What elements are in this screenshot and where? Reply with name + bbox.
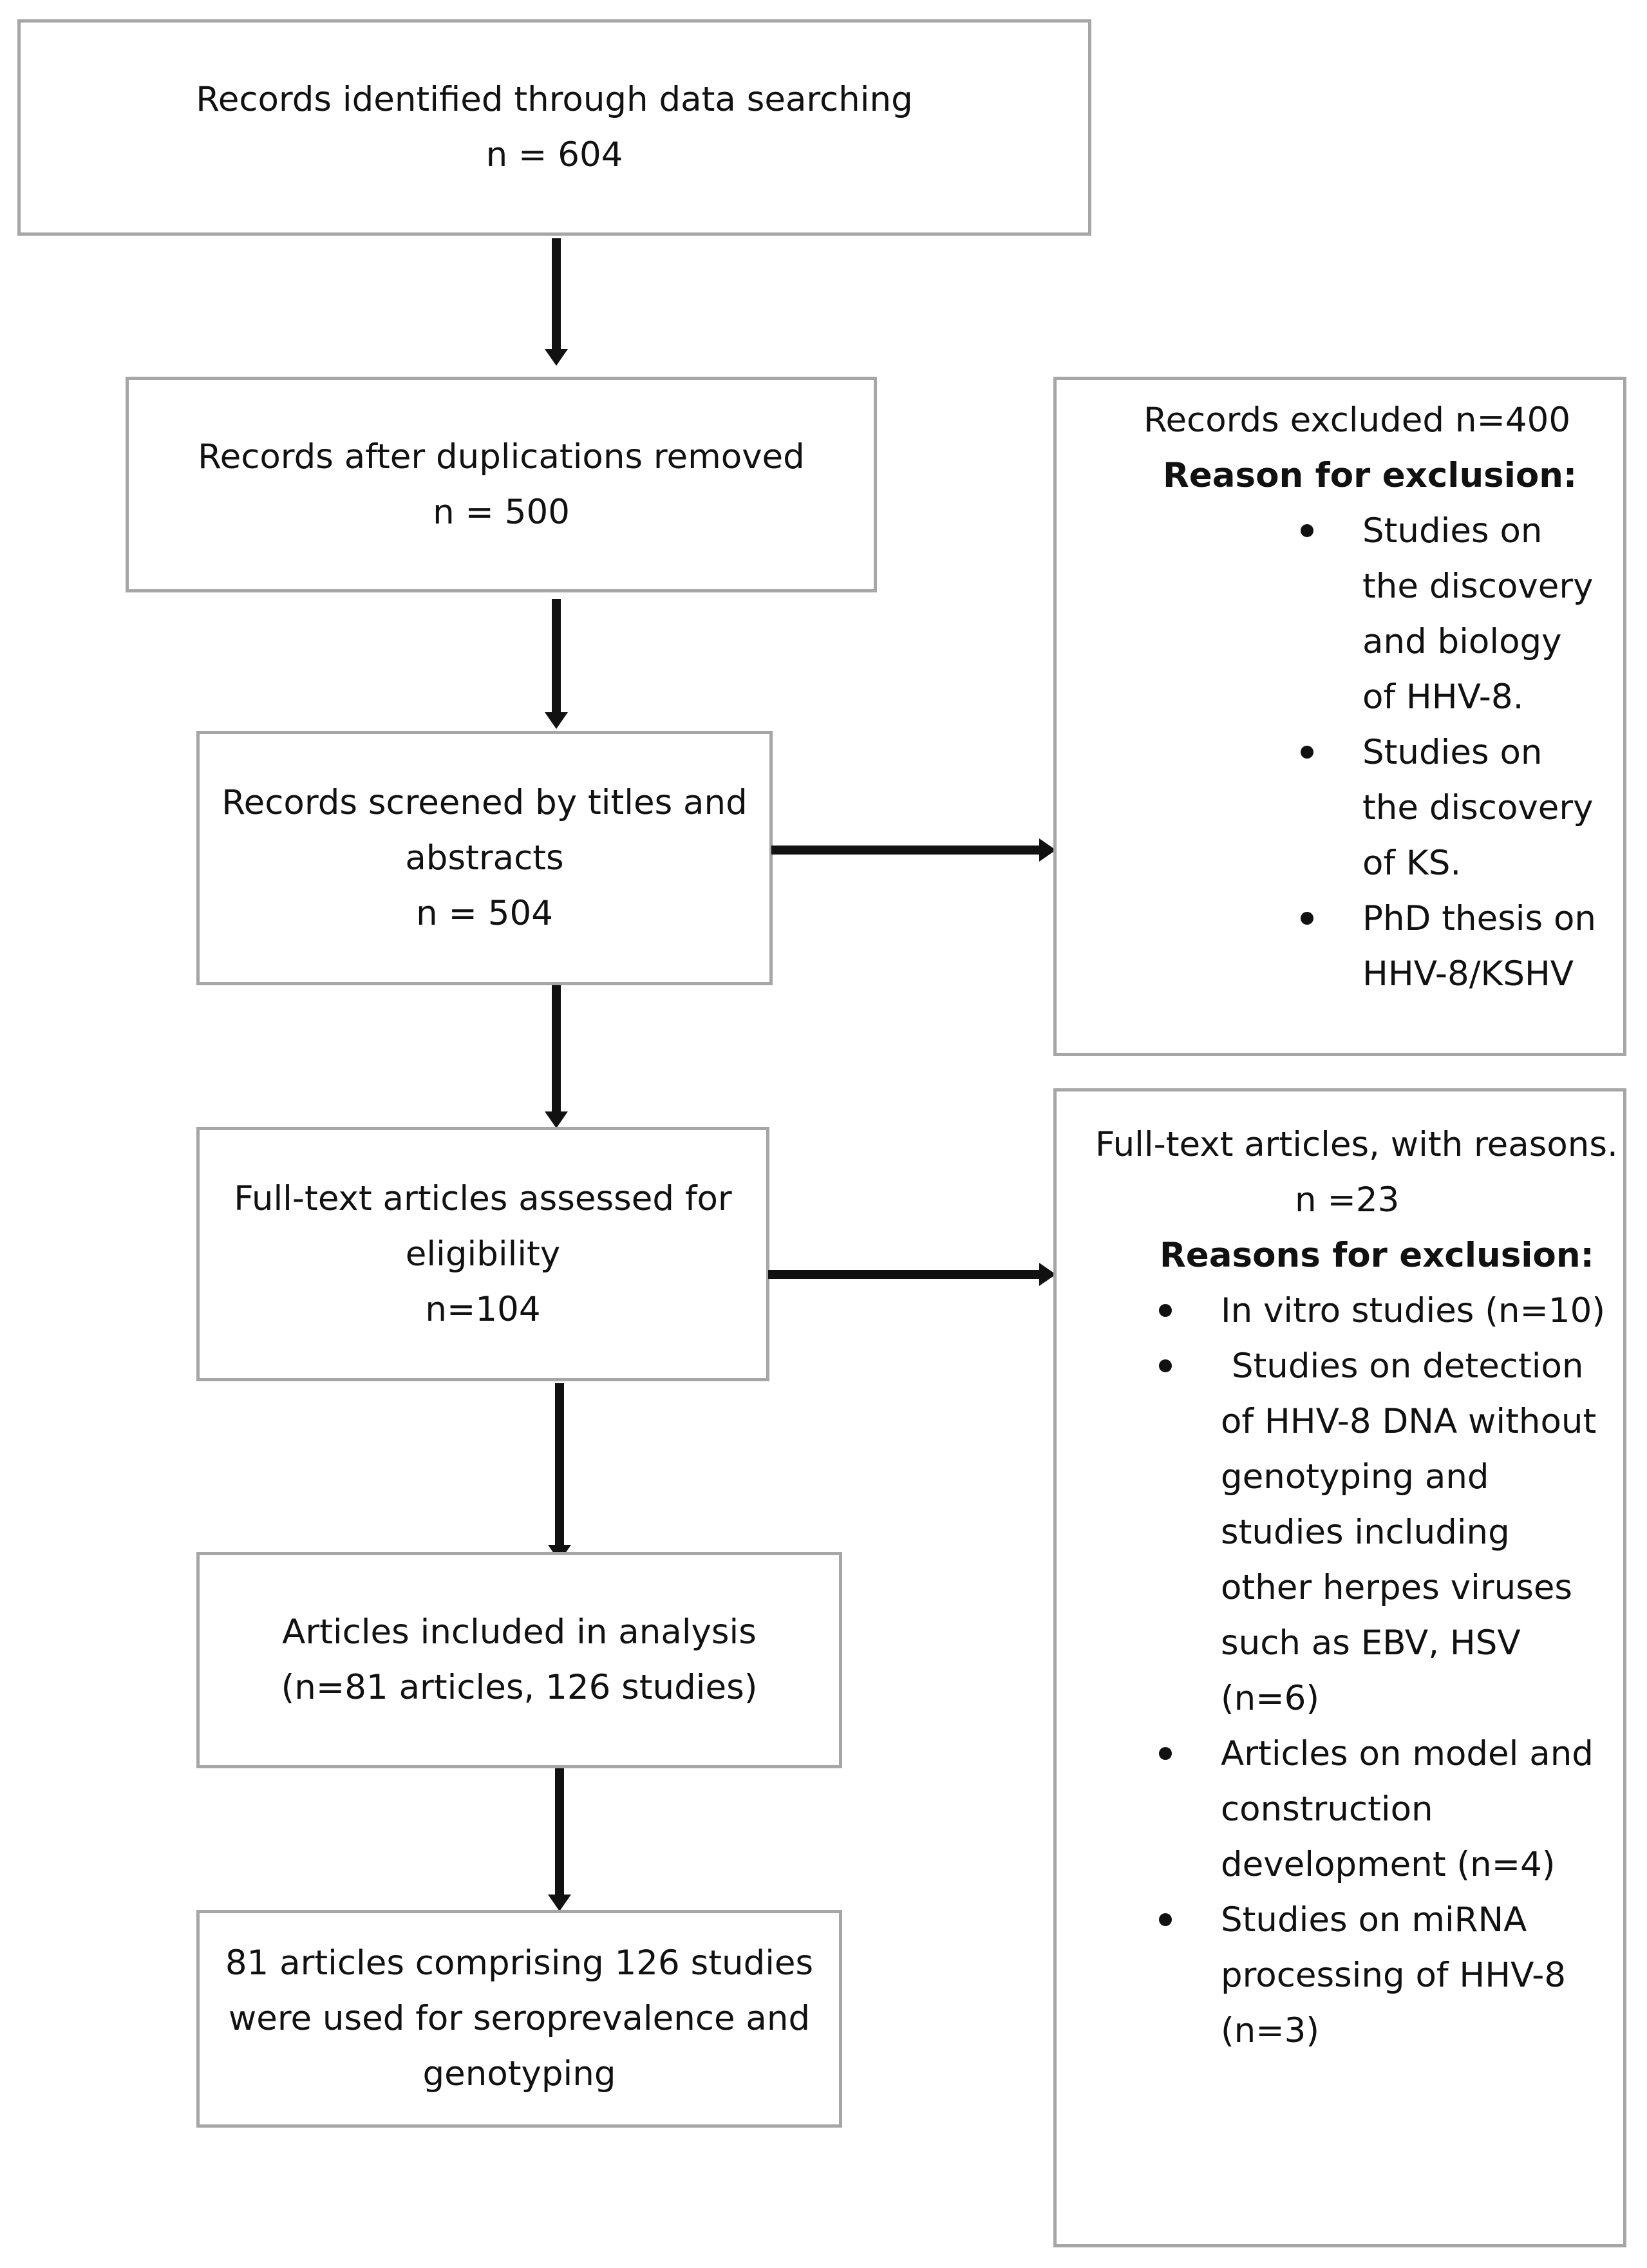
records-excluded-title: Records excluded n=400 bbox=[1143, 401, 1571, 440]
full-text-excluded-reason-item: Articles on model and construction devel… bbox=[1150, 1726, 1620, 1893]
box-articles-included-label: Articles included in analysis bbox=[282, 1612, 757, 1652]
arrow-screened-to-excluded bbox=[771, 846, 1042, 855]
arrow-duplicates-to-screened bbox=[552, 599, 561, 715]
records-excluded-reason-item: PhD thesis on HHV-8/KSHV bbox=[1292, 891, 1620, 1002]
bullet-icon bbox=[1159, 1359, 1172, 1372]
bullet-icon bbox=[1159, 1747, 1172, 1760]
reason-line: the discovery bbox=[1362, 788, 1594, 827]
reason-line: PhD thesis on bbox=[1362, 899, 1597, 938]
box-final-articles-label-2: were used for seroprevalence and bbox=[228, 1999, 811, 2038]
reason-line: Studies on bbox=[1362, 733, 1543, 772]
reason-line: the discovery bbox=[1362, 567, 1594, 606]
full-text-excluded-reason-heading: Reasons for exclusion: bbox=[1160, 1236, 1594, 1275]
box-final-articles-label-1: 81 articles comprising 126 studies bbox=[225, 1943, 814, 1983]
bullet-icon bbox=[1159, 1304, 1172, 1317]
reason-line: processing of HHV-8 bbox=[1221, 1956, 1567, 1995]
full-text-excluded-reason-list: In vitro studies (n=10) Studies on detec… bbox=[1150, 1283, 1620, 2059]
box-records-excluded: Records excluded n=400 Reason for exclus… bbox=[1053, 377, 1626, 1056]
reason-line: Articles on model and bbox=[1221, 1734, 1594, 1773]
box-records-after-duplicates-label: Records after duplications removed bbox=[198, 437, 805, 477]
reason-line: development (n=4) bbox=[1221, 1845, 1556, 1884]
box-records-identified-count: n = 604 bbox=[485, 135, 623, 175]
reason-line: (n=6) bbox=[1221, 1679, 1320, 1718]
box-records-identified-label: Records identified through data searchin… bbox=[196, 80, 913, 119]
full-text-excluded-reason-item: Studies on miRNA processing of HHV-8 (n=… bbox=[1150, 1893, 1620, 2059]
reason-line: and biology bbox=[1362, 622, 1562, 661]
box-full-text-assessed-label-1: Full-text articles assessed for bbox=[234, 1178, 732, 1218]
box-final-articles: 81 articles comprising 126 studies were … bbox=[196, 1910, 842, 2128]
reason-line: Studies on bbox=[1362, 511, 1543, 551]
records-excluded-reason-list: Studies on the discovery and biology of … bbox=[1292, 504, 1620, 1002]
full-text-excluded-title: Full-text articles, with reasons. bbox=[1095, 1125, 1618, 1164]
reason-line: construction bbox=[1221, 1790, 1433, 1829]
reason-line: Studies on miRNA bbox=[1221, 1900, 1527, 1940]
reason-line: such as EBV, HSV bbox=[1221, 1623, 1521, 1663]
bullet-icon bbox=[1159, 1913, 1172, 1926]
box-records-screened-count: n = 504 bbox=[416, 893, 553, 933]
box-articles-included-count: (n=81 articles, 126 studies) bbox=[281, 1668, 758, 1707]
arrow-identified-to-duplicates bbox=[552, 238, 561, 352]
box-articles-included: Articles included in analysis (n=81 arti… bbox=[196, 1552, 842, 1768]
reason-line: Studies on detection bbox=[1221, 1347, 1584, 1386]
bullet-icon bbox=[1301, 524, 1313, 537]
box-records-after-duplicates-count: n = 500 bbox=[433, 492, 570, 532]
box-records-screened-label-2: abstracts bbox=[405, 838, 564, 878]
reason-line: (n=3) bbox=[1221, 2011, 1320, 2050]
reason-line: of KS. bbox=[1362, 844, 1462, 883]
reason-line: other herpes viruses bbox=[1221, 1568, 1573, 1607]
reason-line: In vitro studies (n=10) bbox=[1221, 1291, 1606, 1330]
box-full-text-assessed-label-2: eligibility bbox=[405, 1234, 561, 1274]
full-text-excluded-reason-item: Studies on detection of HHV-8 DNA withou… bbox=[1150, 1339, 1620, 1726]
box-full-text-excluded: Full-text articles, with reasons. n =23 … bbox=[1053, 1088, 1626, 2247]
box-final-articles-label-3: genotyping bbox=[422, 2054, 616, 2093]
box-records-after-duplicates: Records after duplications removed n = 5… bbox=[126, 377, 877, 592]
reason-line: of HHV-8 DNA without bbox=[1221, 1402, 1597, 1441]
records-excluded-reason-item: Studies on the discovery and biology of … bbox=[1292, 504, 1620, 725]
box-records-screened-label-1: Records screened by titles and bbox=[221, 782, 748, 822]
arrow-full-text-to-excluded bbox=[768, 1270, 1042, 1279]
arrow-screened-to-full-text bbox=[552, 985, 561, 1114]
full-text-excluded-reason-item: In vitro studies (n=10) bbox=[1150, 1283, 1620, 1339]
reason-line: genotyping and bbox=[1221, 1457, 1489, 1497]
records-excluded-reason-item: Studies on the discovery of KS. bbox=[1292, 725, 1620, 891]
full-text-excluded-count: n =23 bbox=[1295, 1180, 1400, 1220]
bullet-icon bbox=[1301, 912, 1313, 925]
reason-line: studies including bbox=[1221, 1513, 1510, 1552]
box-full-text-assessed: Full-text articles assessed for eligibil… bbox=[196, 1127, 769, 1381]
reason-line: HHV-8/KSHV bbox=[1362, 954, 1574, 994]
box-records-screened: Records screened by titles and abstracts… bbox=[196, 731, 773, 985]
bullet-icon bbox=[1301, 746, 1313, 759]
box-records-identified: Records identified through data searchin… bbox=[17, 19, 1091, 236]
box-full-text-assessed-count: n=104 bbox=[425, 1289, 541, 1329]
records-excluded-reason-heading: Reason for exclusion: bbox=[1163, 456, 1577, 495]
reason-line: of HHV-8. bbox=[1362, 677, 1524, 717]
arrow-full-text-to-included bbox=[555, 1383, 564, 1547]
arrow-included-to-final bbox=[555, 1768, 564, 1897]
